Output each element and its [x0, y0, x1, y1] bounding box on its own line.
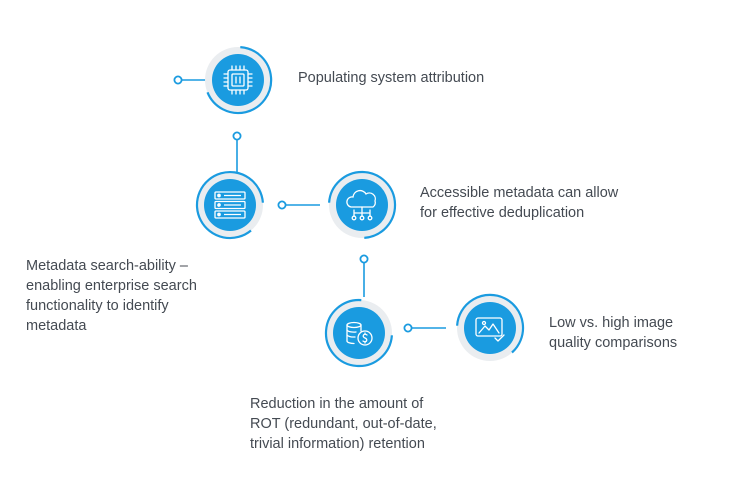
- connector-dot: [403, 323, 413, 333]
- node-rot: [324, 298, 393, 368]
- label-search: Metadata search-ability – enabling enter…: [26, 258, 197, 334]
- connector-dot: [232, 131, 242, 141]
- image-check-icon: [475, 317, 505, 342]
- label-image: Low vs. high image quality comparisons: [549, 315, 678, 351]
- connector-dot: [359, 254, 369, 264]
- server-icon: [214, 191, 246, 219]
- node-search: [195, 171, 264, 240]
- connector-dot: [173, 75, 183, 85]
- node-populating: [205, 46, 273, 115]
- cloud-network-icon: [346, 189, 376, 221]
- node-dedup: [328, 170, 397, 239]
- label-populating: Populating system attribution: [298, 70, 485, 86]
- node-image: [456, 293, 525, 361]
- connector-dot: [277, 200, 287, 210]
- label-dedup: Accessible metadata can allow for effect…: [420, 185, 619, 221]
- chip-icon: [223, 65, 253, 95]
- coins-dollar-icon: [346, 321, 373, 346]
- label-rot: Reduction in the amount of ROT (redundan…: [250, 396, 437, 452]
